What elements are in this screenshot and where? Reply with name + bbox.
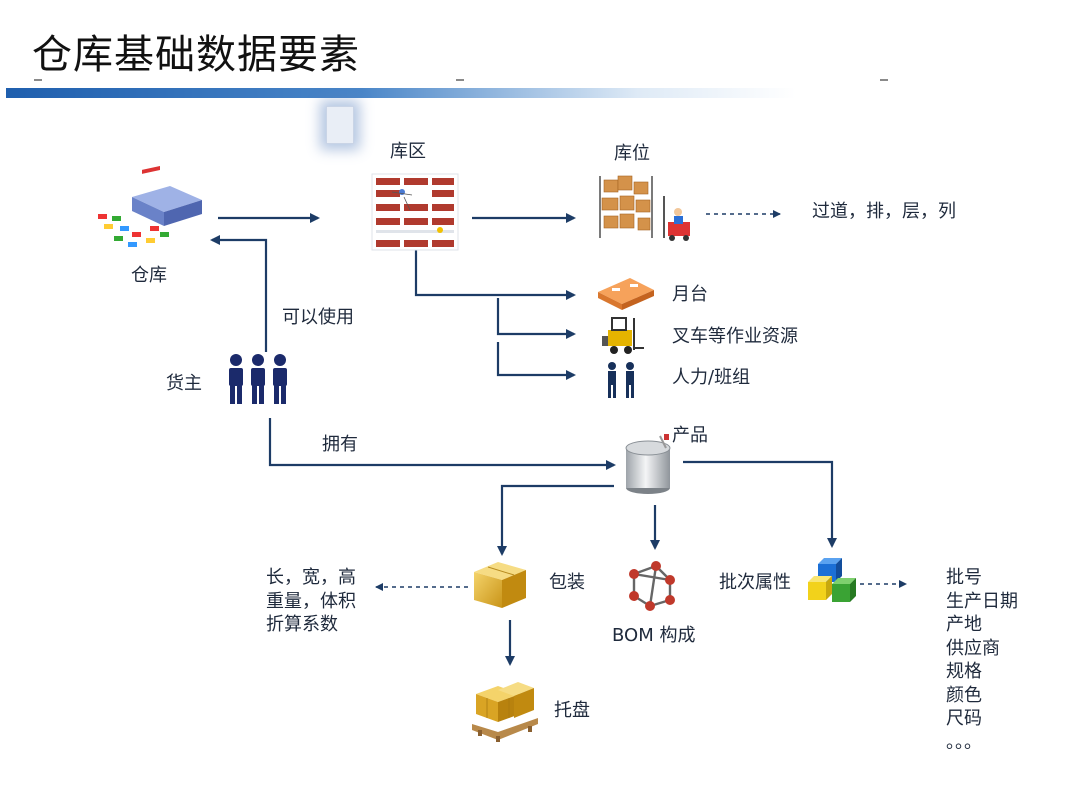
arrow-zone-to-forklift [496,298,576,339]
forklift-icon [602,317,644,354]
owner-icon [229,354,287,404]
batch-attr-item: 生产日期 [946,590,1018,612]
label-labor: 人力/班组 [672,367,751,388]
label-warehouse: 仓库 [131,265,167,286]
dock-icon [598,278,654,310]
package-dim-item: 重量，体积 [266,590,356,612]
batch-attr-item: 颜色 [946,684,982,706]
title-underline [6,88,796,98]
zone-icon [371,173,459,251]
arrow-owner-to-product [268,418,616,470]
label-owner: 货主 [166,373,202,394]
batch-attr-list: 批号 生产日期 产地 供应商 规格 颜色 尺码 。。。 [946,566,1018,754]
batch-attr-item: 尺码 [946,708,982,729]
label-product: 产品 [672,425,708,446]
batch-attr-item: 批号 [946,567,982,588]
label-forklift: 叉车等作业资源 [672,326,798,347]
decor-glow-box [326,106,354,144]
label-pallet: 托盘 [554,700,590,721]
label-bom: BOM 构成 [612,625,696,646]
package-dims-list: 长，宽，高 重量，体积 折算系数 [266,566,356,637]
rule-tick [456,79,464,81]
batch-attr-item: 。。。 [946,731,982,753]
label-zone: 库区 [390,141,426,162]
arrow-product-to-batch [683,460,837,548]
label-location: 库位 [614,143,650,164]
location-icon [599,175,690,241]
pallet-icon [472,682,538,742]
connectors [210,210,907,666]
label-package: 包装 [549,572,585,593]
arrow-owner-to-warehouse [210,235,268,352]
package-icon [474,562,526,608]
bom-icon [629,561,675,611]
arrow-zone-to-labor [496,342,576,380]
label-location-attrs: 过道，排，层，列 [812,201,956,222]
rule-tick [880,79,888,81]
product-icon [625,434,671,494]
warehouse-icon [98,165,202,247]
label-owns: 拥有 [322,434,358,455]
batch-attr-item: 规格 [946,661,982,682]
package-dim-item: 长，宽，高 [266,567,356,588]
page-title: 仓库基础数据要素 [32,32,360,78]
batch-icon [808,558,856,602]
arrow-product-to-package [497,484,614,556]
batch-attr-item: 产地 [946,614,982,635]
arrow-zone-to-dock [414,250,576,300]
label-batch-attrs: 批次属性 [719,572,791,593]
rule-tick [34,79,42,81]
package-dim-item: 折算系数 [266,614,338,635]
label-can-use: 可以使用 [282,307,354,328]
labor-icon [608,362,634,398]
batch-attr-item: 供应商 [946,637,1000,659]
label-dock: 月台 [672,284,708,305]
